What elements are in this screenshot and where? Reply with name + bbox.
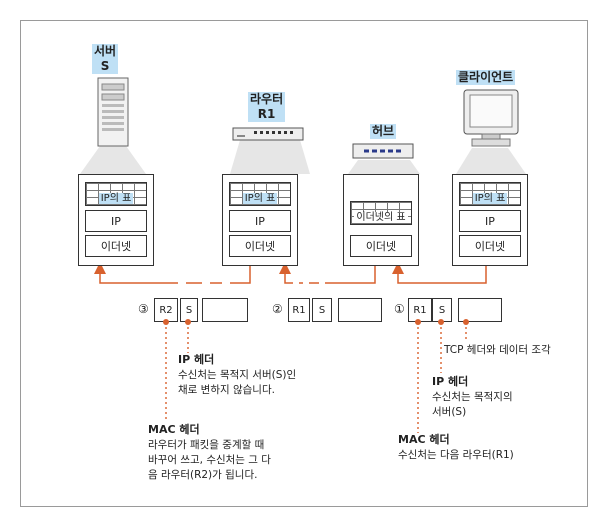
hub-ethernet-table: 이더넷의 표 bbox=[350, 201, 412, 225]
hub-stack: 이더넷의 표 이더넷 bbox=[343, 174, 419, 266]
client-cone bbox=[456, 148, 526, 174]
mac-header-annotation-right: MAC 헤더 수신처는 다음 라우터(R1) bbox=[398, 433, 514, 461]
dot-ip-right bbox=[438, 319, 444, 325]
packet-2-number: ② bbox=[272, 302, 283, 316]
server-ip-table-label: IP의 표 bbox=[98, 193, 134, 204]
server-cone bbox=[80, 146, 146, 174]
dot-mac-right bbox=[415, 319, 421, 325]
packet-2-ip-header: S bbox=[312, 298, 332, 322]
client-title: 클라이언트 bbox=[456, 70, 516, 85]
path-router-server bbox=[94, 262, 251, 284]
packet-1-data bbox=[458, 298, 502, 322]
router-cone bbox=[230, 140, 310, 174]
path-hub-router bbox=[279, 262, 376, 284]
client-ethernet-layer: 이더넷 bbox=[459, 235, 521, 257]
packet-3-data bbox=[202, 298, 248, 322]
hub-title: 허브 bbox=[370, 124, 397, 139]
router-ip-table: IP의 표 bbox=[229, 182, 291, 206]
router-ip-layer: IP bbox=[229, 210, 291, 232]
packet-2-mac-header: R1 bbox=[288, 298, 310, 322]
server-ip-table: IP의 표 bbox=[85, 182, 147, 206]
mac-header-title-right: MAC 헤더 bbox=[398, 433, 450, 446]
dot-tcp bbox=[463, 319, 469, 325]
client-monitor-icon bbox=[463, 89, 519, 147]
packet-1-number: ① bbox=[394, 302, 405, 316]
router-title: 라우터 R1 bbox=[248, 92, 286, 122]
router-ethernet-layer: 이더넷 bbox=[229, 235, 291, 257]
client-stack: IP의 표 IP 이더넷 bbox=[452, 174, 528, 266]
ip-header-title-right: IP 헤더 bbox=[432, 375, 469, 388]
hub-cone bbox=[348, 160, 420, 174]
diagram-frame bbox=[20, 20, 588, 507]
mac-header-annotation-left: MAC 헤더 라우터가 패킷을 중계할 때 바꾸어 쓰고, 수신처는 그 다 음… bbox=[148, 423, 271, 481]
client-ip-table: IP의 표 bbox=[459, 182, 521, 206]
tcp-data-annotation: TCP 헤더와 데이터 조각 bbox=[444, 344, 551, 356]
server-title: 서버 S bbox=[92, 44, 119, 74]
router-icon bbox=[232, 127, 304, 141]
packet-3-mac-header: R2 bbox=[154, 298, 178, 322]
hub-ethernet-table-label: 이더넷의 표 bbox=[354, 212, 408, 223]
packet-3-number: ③ bbox=[138, 302, 149, 316]
ip-header-annotation-right: IP 헤더 수신처는 목적지의 서버(S) bbox=[432, 375, 513, 418]
server-ethernet-layer: 이더넷 bbox=[85, 235, 147, 257]
ip-header-annotation-left: IP 헤더 수신처는 목적지 서버(S)인 채로 변하지 않습니다. bbox=[178, 353, 297, 396]
packet-2-data bbox=[338, 298, 382, 322]
client-ip-layer: IP bbox=[459, 210, 521, 232]
router-ip-table-label: IP의 표 bbox=[242, 193, 278, 204]
server-icon bbox=[97, 77, 129, 147]
hub-ethernet-layer: 이더넷 bbox=[350, 235, 412, 257]
router-stack: IP의 표 IP 이더넷 bbox=[222, 174, 298, 266]
dot-ip-left bbox=[185, 319, 191, 325]
server-ip-layer: IP bbox=[85, 210, 147, 232]
client-ip-table-label: IP의 표 bbox=[472, 193, 508, 204]
path-client-hub bbox=[392, 262, 487, 284]
mac-header-title-left: MAC 헤더 bbox=[148, 423, 200, 436]
dot-mac-left bbox=[163, 319, 169, 325]
server-stack: IP의 표 IP 이더넷 bbox=[78, 174, 154, 266]
ip-header-title-left: IP 헤더 bbox=[178, 353, 215, 366]
hub-icon bbox=[352, 143, 414, 159]
packet-1-mac-header: R1 bbox=[408, 298, 432, 322]
